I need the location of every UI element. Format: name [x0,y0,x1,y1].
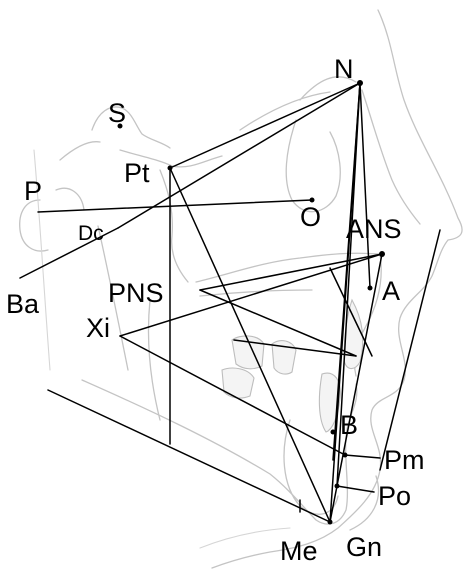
label-pns: PNS [108,278,164,308]
landmark-points [117,80,385,525]
point-ans [379,251,385,257]
premolar [271,340,297,375]
point-pm [342,452,348,458]
line-po-arrow [336,485,375,493]
tracing-lines [19,82,441,523]
molar-upper [231,335,265,370]
line-occlusal [233,339,357,357]
symphysis-outline [283,419,339,515]
label-b: B [340,410,358,440]
point-gn [327,519,333,525]
nasal-outline [361,89,421,225]
point-s [117,123,123,129]
neck-outline [199,527,291,549]
line-frankfort [37,199,313,213]
ear-outline [19,187,85,252]
label-pm: Pm [384,445,425,475]
label-a: A [382,276,400,306]
point-a [367,285,373,291]
line-ans-gn [329,253,383,523]
line-n-a [359,82,371,289]
point-pt [167,165,173,171]
line-mandibular-plane [47,389,331,523]
line-n-dc [117,82,361,229]
label-o: O [300,202,321,232]
point-po [334,483,340,489]
line-pns-ans [199,253,383,291]
line-ba-dc [19,227,119,279]
label-me: Me [280,536,318,566]
line-xi-ans [119,253,383,337]
line-pm-arrow [344,454,381,459]
line-n-pt [169,82,361,169]
orbit-outline [285,119,341,213]
sella-outline [91,106,171,149]
line-xi-pm [119,335,346,456]
line-a-b [329,267,373,357]
point-n [357,80,363,86]
label-n: N [334,54,354,84]
mandible-outline [81,379,358,525]
point-o [309,197,315,203]
label-p: P [24,176,42,206]
line-n-po [336,82,361,487]
point-b [330,429,336,435]
label-gn: Gn [346,532,382,562]
line-n-soft [379,229,441,471]
label-dc: Dc [78,222,104,245]
label-ba: Ba [6,289,40,319]
label-xi: Xi [86,313,110,343]
incisor-lower [318,372,341,433]
label-s: S [108,98,126,128]
ramus-outline [97,225,161,421]
cranial-base-outline [59,141,223,168]
label-ans: ANS [346,214,402,244]
line-n-gn [329,82,361,523]
soft-tissue-chin [349,475,380,531]
landmark-labels: N S Pt P O Dc Ba ANS PNS A Xi B Pm Po Me… [6,54,425,566]
skull-sketch [19,9,463,569]
occipital-outline [33,149,51,371]
ptm-outline [159,169,189,283]
label-pt: Pt [124,158,150,188]
molar-lower [221,367,255,399]
line-pt-gn [169,167,331,523]
soft-tissue-profile [211,9,463,569]
frontal-outline [239,76,357,131]
label-po: Po [378,481,411,511]
line-pns-b [199,289,357,357]
